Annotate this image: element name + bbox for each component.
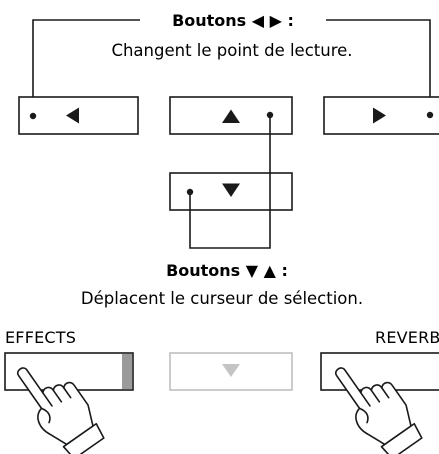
ud-callout-bracket [189, 115, 271, 249]
lr-callout-bracket [32, 19, 431, 116]
right-button-pointer-dot [426, 111, 434, 119]
up-button-pointer-dot [266, 111, 274, 119]
left-button[interactable] [18, 96, 139, 135]
up-button[interactable] [169, 96, 293, 135]
lr-buttons-title: Boutons ◀ ▶ : [172, 11, 294, 30]
ud-buttons-title: Boutons ▼ ▲ : [166, 261, 288, 280]
down-button-pointer-dot [186, 188, 194, 196]
effects-pressing-hand-icon [17, 367, 105, 454]
right-triangle-icon [373, 107, 386, 124]
reverb-pressing-hand-icon [335, 367, 423, 454]
left-triangle-icon [66, 107, 79, 124]
effects-label: EFFECTS [5, 328, 76, 347]
reverb-label: REVERB [375, 328, 439, 347]
left-button-pointer-dot [29, 112, 37, 120]
down-triangle-icon [222, 183, 240, 197]
disabled-down-button [169, 352, 293, 391]
up-triangle-icon [222, 109, 240, 123]
lr-buttons-description: Changent le point de lecture. [111, 41, 352, 60]
disabled-down-triangle-icon [222, 364, 240, 377]
effects-led-indicator [122, 354, 132, 389]
ud-buttons-description: Déplacent le curseur de sélection. [81, 289, 363, 308]
right-button[interactable] [323, 96, 439, 135]
